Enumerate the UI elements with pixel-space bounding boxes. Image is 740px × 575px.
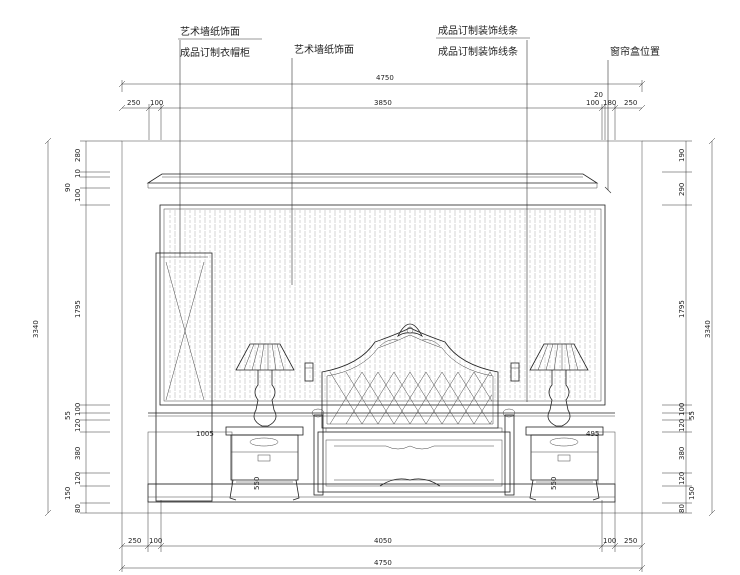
headboard [311, 323, 516, 496]
dim-right-3340: 3340 [704, 320, 712, 338]
tufting-line [329, 372, 363, 424]
dim-right-290: 290 [678, 183, 686, 196]
table-lamp-left [235, 343, 295, 427]
bottom-dimensions: 250 100 4050 100 250 4750 [118, 500, 646, 572]
tufted-pattern [329, 372, 492, 424]
label-art-wallpaper-mid: 艺术墙纸饰面 [294, 43, 354, 56]
dim-right-190: 190 [678, 149, 686, 162]
wallpaper-stripes [169, 210, 596, 400]
dim-bottom-250-right: 250 [624, 537, 637, 545]
label-wardrobe: 成品订制衣帽柜 [180, 46, 250, 59]
dim-right-100: 100 [678, 403, 686, 416]
annotation-group: 艺术墙纸饰面 成品订制衣帽柜 艺术墙纸饰面 成品订制装饰线条 成品订制装饰线条 … [178, 24, 660, 402]
dim-right-150: 150 [688, 487, 696, 500]
dim-top-3850: 3850 [374, 99, 392, 107]
dim-bottom-250-left: 250 [128, 537, 141, 545]
dim-right-380: 380 [678, 447, 686, 460]
dim-top-100-right: 100 [586, 99, 599, 107]
dim-overall-top: 4750 [376, 74, 394, 82]
nightstand-left [225, 426, 304, 501]
dim-bottom-100-right: 100 [603, 537, 616, 545]
dim-inline-550-right: 550 [550, 477, 558, 490]
right-dimensions: 3340 190 290 1795 100 55 120 380 120 150… [642, 137, 716, 517]
dim-left-120b: 120 [74, 472, 82, 485]
wall-outline [121, 140, 643, 514]
tufting-line [441, 372, 475, 424]
tufting-line [409, 372, 443, 424]
dim-left-90: 90 [64, 183, 72, 192]
headboard-post-right [504, 414, 515, 496]
wallpaper-panel [159, 204, 606, 406]
dim-left-380: 380 [74, 447, 82, 460]
tufting-line [377, 372, 411, 424]
dim-right-1795: 1795 [678, 300, 686, 318]
dim-top-20: 20 [594, 91, 603, 99]
bed-base [317, 427, 511, 493]
left-dimensions: 3340 280 10 90 100 1795 55 100 120 380 1… [32, 137, 122, 517]
wall-sconce-right [510, 362, 520, 382]
dim-left-280: 280 [74, 149, 82, 162]
wardrobe-cabinet [155, 252, 213, 502]
dim-left-120: 120 [74, 419, 82, 432]
dim-right-120b: 120 [678, 472, 686, 485]
dim-bottom-100-left: 100 [149, 537, 162, 545]
lower-cabinet-right [597, 431, 616, 485]
dim-top-250-right: 250 [624, 99, 637, 107]
crown-molding [146, 173, 599, 189]
tufting-line [457, 372, 491, 424]
tufting-line [393, 372, 427, 424]
tufting-line [345, 372, 379, 424]
label-art-wallpaper-top: 艺术墙纸饰面 [180, 25, 240, 38]
dim-left-10: 10 [74, 169, 82, 178]
dim-inline-550-left: 550 [253, 477, 261, 490]
dim-right-120: 120 [678, 419, 686, 432]
tufting-line [425, 372, 459, 424]
dim-left-150: 150 [64, 487, 72, 500]
headboard-crest [396, 323, 424, 338]
nightstand-right [525, 426, 604, 501]
top-dimensions: 4750 250 100 3850 20 100 180 250 [118, 74, 646, 140]
skirting-base [147, 483, 616, 503]
dim-inline-1005: 1005 [196, 430, 214, 438]
dim-top-250-left: 250 [127, 99, 140, 107]
label-trim-top: 成品订制装饰线条 [438, 24, 518, 37]
dim-right-55: 55 [688, 411, 696, 420]
wall-sconce-left [304, 362, 314, 382]
dim-top-100-left: 100 [150, 99, 163, 107]
headboard-post-left [313, 414, 324, 496]
dim-right-80: 80 [678, 504, 686, 513]
label-curtain-box: 窗帘盒位置 [610, 45, 660, 58]
tufting-line [361, 372, 395, 424]
label-trim-bottom: 成品订制装饰线条 [438, 45, 518, 58]
tufting-line [473, 394, 492, 424]
dim-top-180: 180 [603, 99, 616, 107]
table-lamp-right [529, 343, 589, 427]
dim-left-1795: 1795 [74, 300, 82, 318]
wallpaper-panel-inner [163, 208, 602, 402]
dim-inline-495: 495 [586, 430, 599, 438]
dim-left-100: 100 [74, 189, 82, 202]
dim-left-80: 80 [74, 504, 82, 513]
dim-overall-bottom: 4750 [374, 559, 392, 567]
dim-bottom-4050: 4050 [374, 537, 392, 545]
lower-cabinet-left [147, 431, 233, 485]
dim-left-3340: 3340 [32, 320, 40, 338]
leader-tick [604, 186, 612, 194]
dim-left-100b: 100 [74, 403, 82, 416]
dim-left-55: 55 [64, 411, 72, 420]
